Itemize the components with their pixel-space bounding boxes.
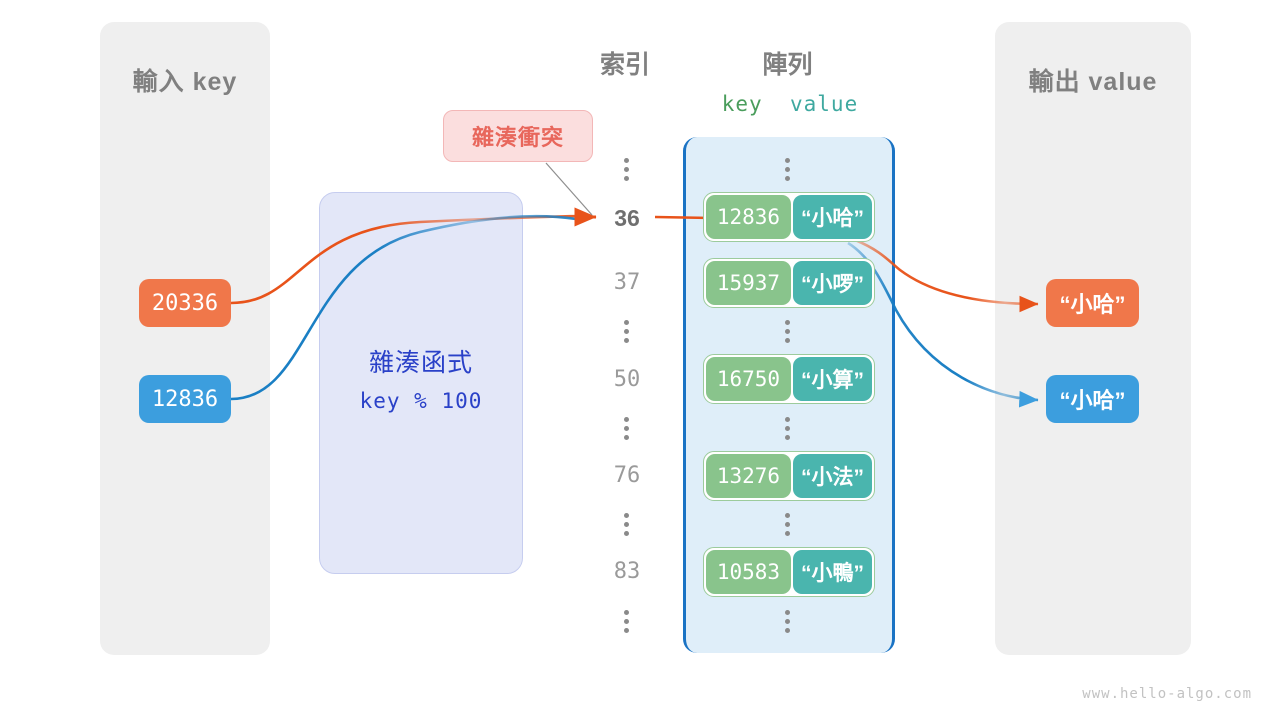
- entry-key: 16750: [706, 357, 791, 401]
- dot: [785, 176, 790, 181]
- entry-value: “小鴨”: [792, 550, 872, 594]
- dot: [624, 513, 629, 518]
- index-label-37: 37: [613, 270, 641, 295]
- dot: [785, 435, 790, 440]
- array-entry: 16750“小算”: [703, 354, 875, 404]
- dot: [624, 329, 629, 334]
- hash-function-box: 雜湊函式 key % 100: [319, 192, 523, 574]
- index-ellipsis: [624, 513, 630, 536]
- dot: [624, 435, 629, 440]
- dot: [624, 426, 629, 431]
- dot: [785, 513, 790, 518]
- dot: [624, 417, 629, 422]
- entry-value: “小啰”: [792, 261, 872, 305]
- array-column-heading: 陣列: [762, 51, 813, 79]
- hash-function-title: 雜湊函式: [368, 349, 473, 377]
- entry-value: “小算”: [792, 357, 872, 401]
- dot: [785, 522, 790, 527]
- entry-key: 13276: [706, 454, 791, 498]
- dot: [624, 167, 629, 172]
- dot: [624, 338, 629, 343]
- input-panel-title: 輸入 key: [132, 68, 238, 96]
- input-key-chip: 12836: [139, 375, 231, 423]
- dot: [785, 610, 790, 615]
- index-label-36: 36: [614, 205, 640, 231]
- dot: [785, 417, 790, 422]
- dot: [785, 338, 790, 343]
- index-label-50: 50: [613, 367, 641, 392]
- index-ellipsis: [624, 320, 630, 343]
- array-ellipsis: [785, 610, 791, 633]
- input-key-chip: 20336: [139, 279, 231, 327]
- array-ellipsis: [785, 158, 791, 181]
- dot: [785, 619, 790, 624]
- dot: [624, 531, 629, 536]
- key-heading-label: key: [721, 92, 763, 116]
- array-ellipsis: [785, 320, 791, 343]
- entry-key: 10583: [706, 550, 791, 594]
- dot: [624, 610, 629, 615]
- index-label-76: 76: [613, 463, 641, 488]
- array-entry: 12836“小哈”: [703, 192, 875, 242]
- dot: [785, 167, 790, 172]
- dot: [785, 628, 790, 633]
- array-ellipsis: [785, 417, 791, 440]
- index-ellipsis: [624, 610, 630, 633]
- dot: [624, 522, 629, 527]
- array-ellipsis: [785, 513, 791, 536]
- collision-badge-label: 雜湊衝突: [471, 125, 564, 150]
- dot: [785, 320, 790, 325]
- output-value-chip: “小哈”: [1046, 375, 1139, 423]
- index-column-heading: 索引: [599, 51, 650, 79]
- dot: [624, 320, 629, 325]
- key-value-heading: key value: [700, 92, 880, 116]
- dot: [785, 158, 790, 163]
- input-key-panel: 輸入 key: [100, 22, 270, 655]
- entry-key: 15937: [706, 261, 791, 305]
- array-entry: 15937“小啰”: [703, 258, 875, 308]
- array-entry: 13276“小法”: [703, 451, 875, 501]
- output-panel-title: 輸出 value: [1028, 68, 1158, 96]
- dot: [624, 619, 629, 624]
- dot: [785, 329, 790, 334]
- entry-value: “小法”: [792, 454, 872, 498]
- index-label-83: 83: [613, 559, 641, 584]
- index-ellipsis: [624, 158, 630, 181]
- collision-badge: 雜湊衝突: [443, 110, 593, 162]
- dot: [785, 531, 790, 536]
- dot: [624, 628, 629, 633]
- hash-function-expression: key % 100: [359, 389, 483, 413]
- output-value-panel: 輸出 value: [995, 22, 1191, 655]
- array-entry: 10583“小鴨”: [703, 547, 875, 597]
- dot: [624, 158, 629, 163]
- dot: [624, 176, 629, 181]
- output-value-chip: “小哈”: [1046, 279, 1139, 327]
- dot: [785, 426, 790, 431]
- watermark: www.hello-algo.com: [1082, 686, 1252, 702]
- value-heading-label: value: [790, 92, 859, 116]
- index-ellipsis: [624, 417, 630, 440]
- entry-value: “小哈”: [792, 195, 872, 239]
- entry-key: 12836: [706, 195, 791, 239]
- collision-leader-line: [545, 162, 593, 216]
